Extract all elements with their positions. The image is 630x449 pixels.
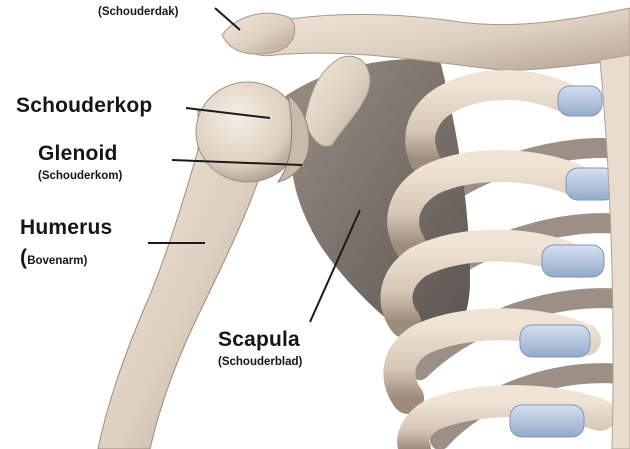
label-scapula: Scapula: [218, 328, 300, 352]
label-humerus-sub-text: Bovenarm): [27, 255, 87, 267]
label-humerus: Humerus: [20, 216, 112, 240]
sternum-edge: [600, 55, 630, 449]
humeral-head: [196, 82, 300, 182]
acromion-bone: [222, 13, 295, 54]
clavicle-bone: [238, 8, 630, 70]
label-glenoid-sub: (Schouderkom): [38, 170, 122, 182]
label-glenoid: Glenoid: [38, 142, 118, 166]
leader-line-top: [215, 8, 240, 30]
top-partial-label: (Schouderdak): [98, 6, 179, 18]
label-scapula-sub: (Schouderblad): [218, 356, 302, 368]
label-schouderkop: Schouderkop: [16, 94, 152, 118]
label-humerus-sub: (Bovenarm): [20, 246, 87, 270]
